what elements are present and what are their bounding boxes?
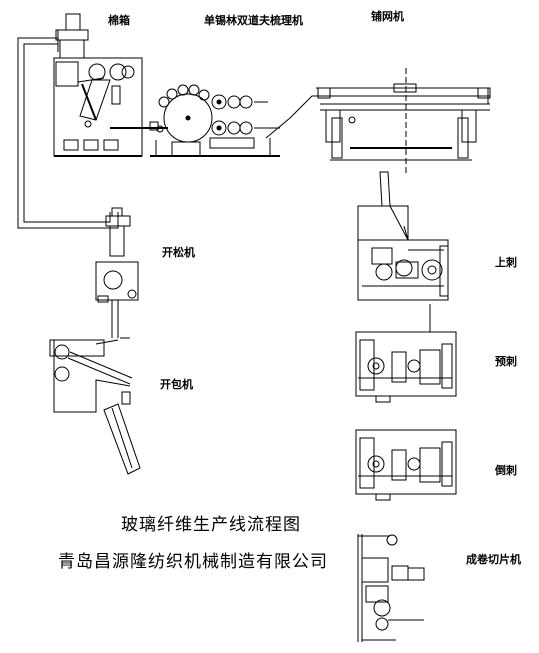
needle-loom-down (356, 430, 456, 500)
label-needle-down: 倒刺 (495, 464, 517, 477)
needle-loom-pre (356, 332, 456, 402)
carding-machine (110, 85, 290, 156)
label-cross-lapper: 铺网机 (371, 10, 404, 23)
cross-lapper-machine (290, 68, 490, 176)
company-name: 青岛昌源隆纺织机械制造有限公司 (58, 552, 328, 572)
air-duct (18, 30, 118, 228)
label-winding-cutting: 成卷切片机 (466, 553, 521, 566)
label-carding-machine: 单锡林双道夫梳理机 (204, 14, 303, 27)
opener-machine (96, 208, 138, 338)
label-needle-up: 上刺 (495, 256, 517, 269)
bale-opener-machine (50, 340, 140, 474)
label-bale-opener: 开包机 (160, 378, 193, 391)
cotton-box-machine (54, 14, 142, 156)
needle-loom-up (358, 172, 448, 332)
diagram-title: 玻璃纤维生产线流程图 (121, 515, 301, 535)
label-cotton-box: 棉箱 (108, 14, 130, 27)
label-needle-pre: 预刺 (495, 355, 517, 368)
winding-cutting-machine (358, 534, 424, 642)
label-opener: 开松机 (162, 246, 195, 259)
